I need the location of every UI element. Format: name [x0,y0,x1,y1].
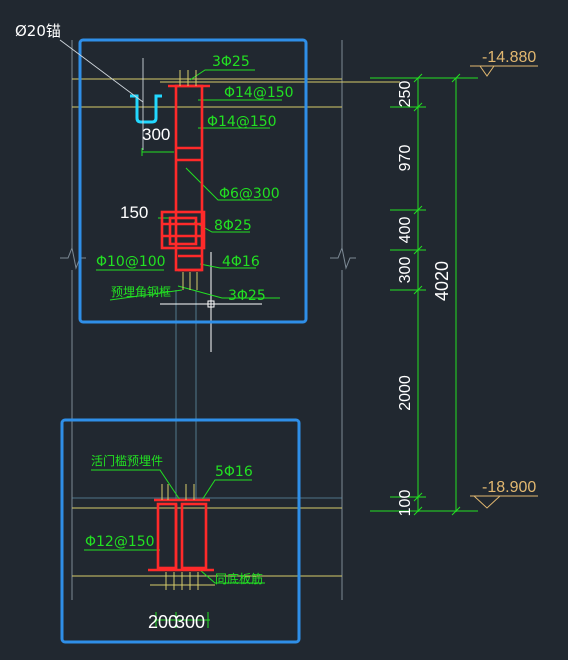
embedded-frame-label: 预埋角钢框 [111,285,171,299]
bottom-slab-label: 同底板筋 [215,571,263,586]
tie-label: Φ6@300 [219,186,280,202]
dim-300-label: 300 [142,125,170,144]
bottom-rebar-cage [148,498,214,572]
wall-lines [60,40,356,600]
top-slab-lines [72,78,400,108]
axis-lines [72,290,342,500]
dim-250: 250 [397,81,414,108]
sill-bars-label: 5Φ16 [215,464,253,480]
leader-lines [59,39,144,150]
dim-400: 400 [397,217,414,244]
level-marker-top [470,65,538,77]
bottom-bars-label: 3Φ25 [228,288,266,304]
stirrup-top-label: Φ14@150 [224,85,294,101]
stirrup-12-label: Φ12@150 [85,534,155,550]
dimension-chain [370,73,478,516]
side-bars-label: 4Φ16 [222,254,260,270]
level-marker-bottom [470,495,538,509]
dim-200-label: 200 [148,612,178,632]
level-top-label: -14.880 [482,49,536,66]
gate-embed-label: 活门槛预埋件 [91,453,163,468]
top-detail-frame[interactable] [78,38,308,324]
anchor-rod-label: Ø20锚 [15,22,61,40]
anchor-hook [130,94,162,124]
dim-150-label: 150 [120,203,148,222]
green-leaders [84,69,282,628]
top-rebar-dots [179,70,198,290]
cursor-crosshair [160,252,262,352]
bottom-rebar-ticks [161,484,199,590]
stirrup-10-label: Φ10@100 [96,254,166,270]
level-bottom-label: -18.900 [482,479,536,496]
dim-970: 970 [397,145,414,172]
top-bars-label: 3Φ25 [212,54,250,70]
mid-bars-label: 8Φ25 [214,218,252,234]
dim-100: 100 [397,490,414,517]
dim-total-4020: 4020 [432,261,452,301]
dim-300-vertical: 300 [397,257,414,284]
stirrup-mid-label: Φ14@150 [207,114,277,130]
dim-300b-label: 300 [175,612,205,632]
bottom-detail-frame[interactable] [60,418,301,644]
dim-2000: 2000 [397,375,414,411]
top-rebar-cage [160,84,210,272]
